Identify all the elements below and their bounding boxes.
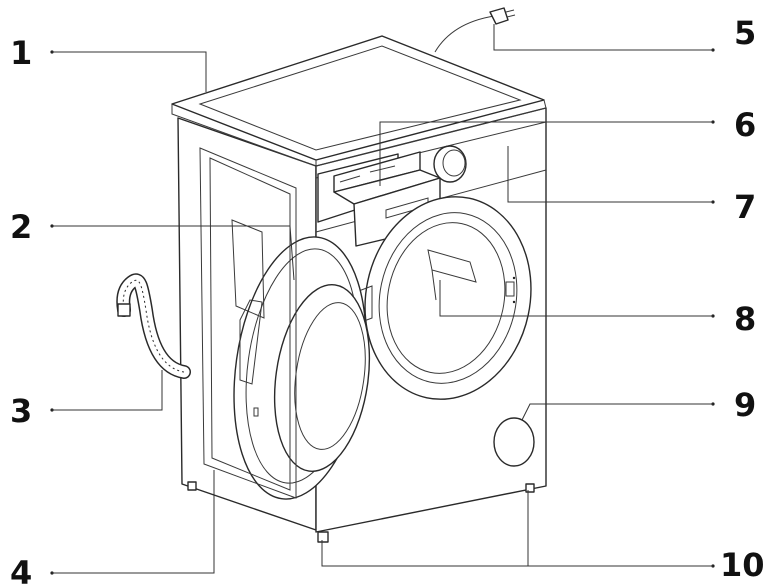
callout-10: 10 [720, 546, 765, 584]
callout-4: 4 [10, 554, 32, 584]
callout-5: 5 [734, 14, 756, 52]
open-door [233, 236, 371, 500]
callout-9: 9 [734, 386, 756, 424]
drum-opening [364, 196, 532, 400]
callout-labels: 1 2 3 4 5 6 7 8 9 10 [10, 14, 765, 584]
program-knob [433, 145, 467, 183]
drain-hose [116, 273, 191, 379]
callout-8: 8 [734, 300, 756, 338]
callout-1: 1 [10, 34, 32, 72]
power-cord [434, 7, 516, 53]
callout-3: 3 [10, 392, 32, 430]
callout-6: 6 [734, 106, 756, 144]
callout-2: 2 [10, 208, 32, 246]
callout-7: 7 [734, 188, 756, 226]
washing-machine-illustration [116, 7, 547, 543]
feet [187, 481, 535, 543]
leader-lines [50, 24, 715, 575]
filter-cover [493, 417, 535, 467]
